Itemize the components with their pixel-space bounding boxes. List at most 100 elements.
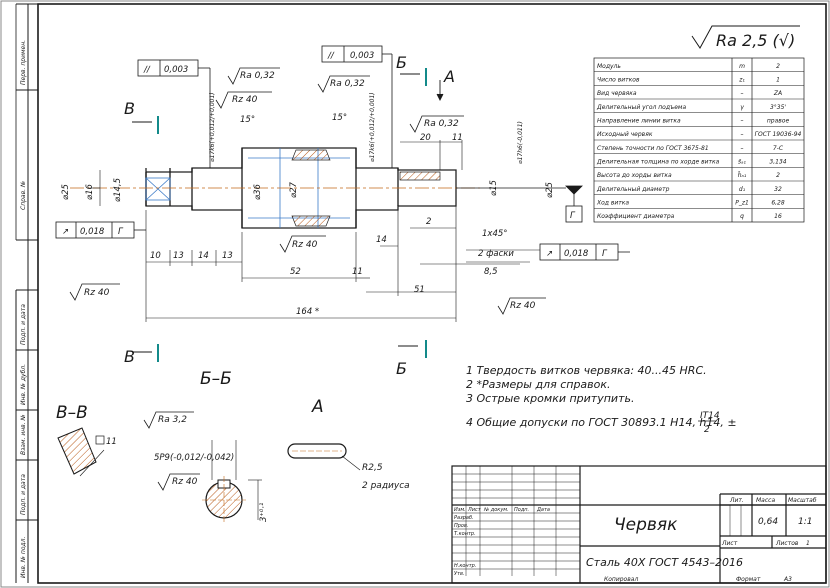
dim-angle15a: 15° (240, 115, 255, 125)
param-value: 32 (774, 186, 782, 193)
param-symbol: – (741, 131, 744, 138)
gtol-runout3: 0,018 (80, 227, 105, 237)
gtol-runout-symbol-4: ↗ (546, 249, 553, 259)
tb-sheets: 1 (806, 540, 810, 547)
rough-ra032-b: Ra 0,32 (330, 79, 365, 89)
dim-square: 11 (106, 437, 117, 447)
roughness-texts: Ra 0,32 Rz 40 Ra 0,32 Ra 0,32 Rz 40 Rz 4… (84, 71, 536, 487)
gtol-runout3-base: Г (118, 227, 124, 237)
param-value: 3°35' (770, 104, 786, 111)
side-label-first-use: Перв. примен. (20, 40, 27, 85)
note-4-num: IT14 (700, 411, 720, 421)
tb-row-tcontr: Т.контр. (454, 531, 476, 537)
tb-name: Червяк (614, 515, 678, 535)
gtol-runout4-base: Г (602, 249, 608, 259)
title-block (451, 465, 827, 584)
title-block-texts: Изм. Лист № докум. Подп. Дата Разраб. Пр… (454, 497, 817, 583)
side-label-dup: Инв. № дубл. (20, 364, 27, 405)
rough-ra32: Ra 3,2 (158, 415, 187, 425)
overall-roughness-text: Ra 2,5 (√) (716, 31, 795, 50)
note-4: 4 Общие допуски по ГОСТ 30893.1 H14, h14… (466, 416, 737, 429)
dim-d14-5: ⌀14,5 (113, 178, 123, 202)
rough-rz40-b: Rz 40 (292, 240, 318, 250)
dim-10: 10 (150, 251, 161, 261)
gtol-runout2: 0,003 (350, 51, 374, 61)
tb-mass: 0,64 (758, 517, 778, 527)
param-name: Направление линии витка (597, 118, 681, 125)
param-name: Степень точности по ГОСТ 3675-81 (597, 145, 709, 152)
title-block-grid (452, 466, 742, 576)
gtol-runout-symbol-3: ↗ (62, 227, 69, 237)
dim-radius-count: 2 радиуса (362, 481, 410, 491)
param-symbol: d₁ (739, 186, 746, 193)
roughness-marks (69, 67, 546, 491)
rough-ra032-c: Ra 0,32 (424, 119, 459, 129)
dim-d25-left: ⌀25 (61, 184, 71, 200)
gtol-runout-symbol-1: ∕∕ (143, 65, 151, 75)
side-label-sign1: Подп. и дата (20, 304, 27, 345)
dim-d25-right: ⌀25 (545, 182, 555, 198)
param-value: 2 (776, 172, 780, 179)
dimension-lines (90, 140, 540, 322)
dim-20: 20 (420, 133, 431, 143)
section-bb-title: Б–Б (200, 369, 232, 389)
tooth-sections (291, 149, 441, 227)
cut-arrows (132, 73, 444, 353)
tb-row-approve: Утв. (454, 571, 465, 577)
param-value: 6,28 (771, 200, 785, 207)
dim-11a: 11 (352, 267, 363, 277)
dim-d16: ⌀16 (85, 183, 95, 200)
tb-h-list: Лист (467, 507, 482, 513)
dim-chamfer-count: 2 фаски (478, 249, 514, 259)
param-name: Вид червяка (597, 90, 637, 97)
note-3: 3 Острые кромки притупить. (466, 392, 634, 405)
dim-11b: 11 (452, 133, 463, 143)
dim-164: 164 * (296, 307, 319, 317)
section-vv-title: В–В (56, 403, 88, 423)
param-symbol: P_z1 (735, 200, 749, 207)
dim-2: 2 (426, 217, 431, 227)
param-name: Делительный угол подъема (596, 104, 686, 111)
param-symbol: – (741, 90, 744, 97)
param-symbol: q (740, 213, 744, 220)
tb-lit-label: Лит. (729, 497, 744, 504)
param-symbol: γ (740, 104, 744, 111)
param-value: 7-C (773, 145, 784, 152)
dim-14b: 14 (376, 235, 387, 245)
dim-13a: 13 (173, 251, 184, 261)
tb-mass-label: Масса (756, 497, 775, 504)
dim-chamfer: 1x45° (482, 229, 508, 239)
rough-ra032-a: Ra 0,32 (240, 71, 275, 81)
side-label-inv: Инв. № подл. (20, 537, 27, 578)
dim-d17k6-right: ⌀17k6(+0,012/+0,001) (369, 92, 376, 162)
rough-rz40-e: Rz 40 (172, 477, 198, 487)
tb-sheet-label: Лист (721, 540, 738, 547)
tb-h-izm: Изм. (454, 507, 466, 513)
dim-8-5: 8,5 (484, 267, 498, 277)
tb-h-doc: № докум. (483, 507, 509, 513)
tb-scale: 1:1 (798, 517, 812, 527)
left-diameters: ⌀25 ⌀16 ⌀14,5 ⌀36 ⌀27 ⌀17k6(+0,012/+0,00… (61, 92, 555, 202)
overall-roughness: Ra 2,5 (√) (691, 25, 800, 50)
side-labels: Перв. примен. Справ. № Подп. и дата Инв.… (20, 40, 27, 578)
arrow-label-a: А (443, 67, 455, 86)
cut-label-v-bottom: В (124, 347, 135, 366)
cut-planes (157, 68, 427, 362)
dim-51: 51 (414, 285, 425, 295)
param-value: ГОСТ 19036-94 (755, 131, 802, 138)
cut-label-v-top: В (124, 99, 135, 118)
param-symbol: h̄ₐ₁ (738, 172, 747, 179)
dim-52: 52 (290, 267, 301, 277)
param-symbol: m (739, 63, 745, 70)
section-vv: В–В 11 (56, 403, 117, 477)
tb-material: Сталь 40Х ГОСТ 4543–2016 (586, 556, 743, 569)
param-name: Модуль (597, 63, 621, 70)
dim-14a: 14 (198, 251, 209, 261)
gtol-texts: ∕∕ 0,003 ∕∕ 0,003 ↗ 0,018 Г ↗ 0,018 Г Г (62, 51, 608, 259)
dim-radius: R2,5 (362, 463, 383, 473)
param-value: ZA (773, 90, 782, 97)
